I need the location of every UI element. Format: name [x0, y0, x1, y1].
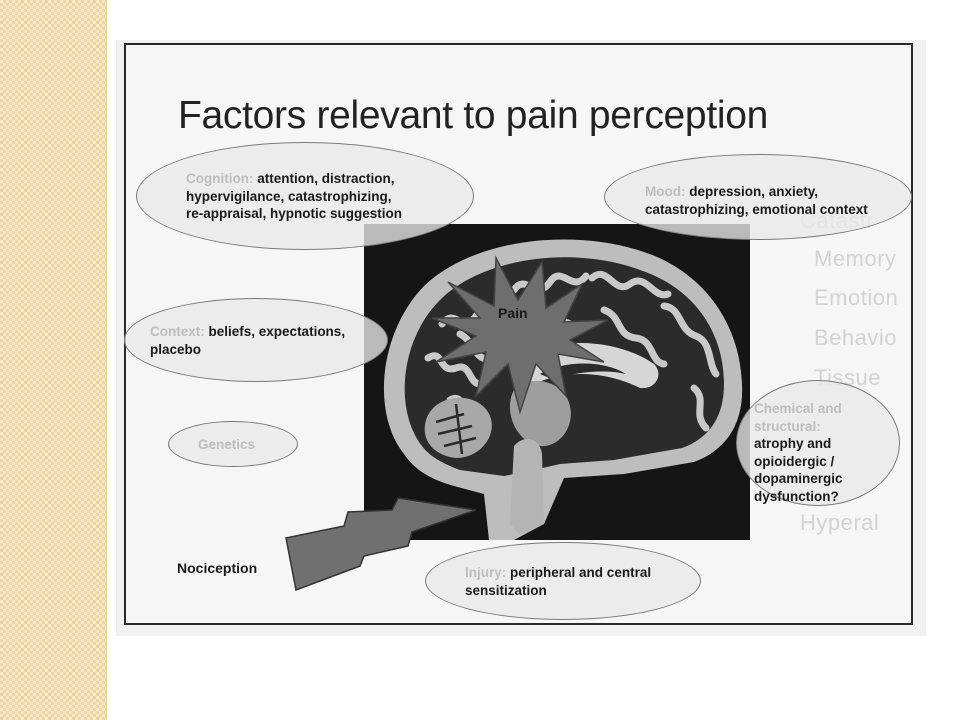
brain-mri-image — [364, 224, 750, 540]
genetics-bubble — [168, 421, 298, 467]
cognition-line: hypervigilance, catastrophizing, — [186, 188, 392, 204]
nociception-label: Nociception — [177, 560, 258, 576]
chemical-line: dysfunction? — [754, 488, 839, 504]
chemical-structural-text: Chemical and structural: atrophy and opi… — [754, 400, 843, 505]
cognition-line: attention, distraction, — [257, 171, 395, 186]
genetics-label: Genetics — [198, 437, 256, 452]
mood-label: Mood: — [645, 184, 686, 199]
cognition-bubble — [136, 142, 474, 250]
context-label: Context: — [150, 324, 205, 339]
chemical-line: atrophy and — [754, 436, 832, 451]
decorative-side-strip — [0, 0, 107, 720]
bleed-through-text: Memory — [814, 246, 897, 271]
mood-line: depression, anxiety, — [689, 184, 819, 199]
mood-text: Mood: depression, anxiety, catastrophizi… — [645, 183, 868, 218]
chemical-structural-label: Chemical and — [754, 401, 842, 416]
injury-line: sensitization — [465, 582, 547, 598]
genetics-text: Genetics — [198, 436, 255, 454]
context-bubble — [124, 298, 388, 382]
mood-line: catastrophizing, emotional context — [645, 201, 868, 217]
chemical-structural-label: structural: — [754, 418, 821, 434]
injury-label: Injury: — [465, 565, 507, 580]
bleed-through-text: Hyperal — [800, 510, 880, 535]
pain-label: Pain — [498, 305, 528, 321]
chemical-structural-bubble — [736, 380, 900, 506]
context-line: placebo — [150, 341, 202, 357]
chemical-line: dopaminergic — [754, 471, 843, 486]
cognition-label: Cognition: — [186, 171, 254, 186]
bleed-through-text: Behavio — [814, 325, 898, 350]
injury-text: Injury: peripheral and central sensitiza… — [465, 564, 651, 599]
chemical-line: opioidergic / — [754, 453, 835, 469]
context-line: beliefs, expectations, — [208, 324, 346, 339]
figure-title: Factors relevant to pain perception — [178, 94, 769, 137]
mood-bubble — [604, 154, 912, 240]
cognition-line: re-appraisal, hypnotic suggestion — [186, 206, 403, 221]
context-text: Context: beliefs, expectations, placebo — [150, 323, 345, 358]
injury-line: peripheral and central — [510, 565, 652, 580]
cognition-text: Cognition: attention, distraction, hyper… — [186, 170, 402, 223]
bleed-through-text: Emotion — [814, 285, 899, 310]
